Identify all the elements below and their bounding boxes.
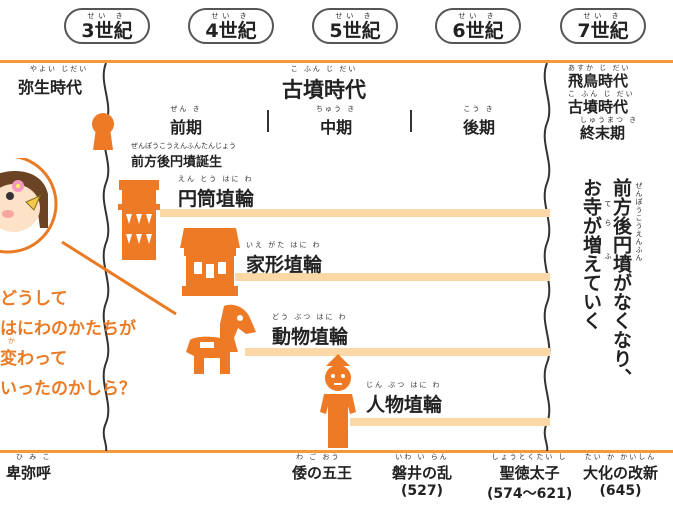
divider-1 [267,110,269,132]
event-taika: たい か かいしん 大化の改新 (645) [583,452,658,499]
event-ruby: いわ い らん [395,453,449,461]
haniwa-human: じん ぶつ はに わ 人物埴輪 [366,380,442,417]
late-label: 後期 [463,118,496,137]
yayoi-label: 弥生時代 [18,78,83,97]
haniwa-ruby: じん ぶつ はに わ [366,381,442,389]
haniwa-animal: どう ぶつ はに わ 動物埴輪 [272,312,348,349]
century-5: せい き 5世紀 [312,8,398,44]
vertical-ruby-2: てら ふ [604,200,612,272]
tomb-birth-ruby: ぜんぽうこうえんふんたんじょう [131,142,236,150]
event-label: 卑弥呼 [6,464,52,482]
vertical-text-col2: お寺が増えていく [580,178,602,330]
haniwa-ruby: どう ぶつ はに わ [272,313,348,321]
tomb-birth-label: 前方後円墳誕生 [131,155,223,170]
event-year: (574〜621) [487,486,573,502]
early-label: 前期 [170,118,203,137]
cylinder-haniwa-icon [118,180,160,260]
horse-haniwa-icon [186,304,256,374]
century-7: せい き 7世紀 [560,8,646,44]
century-label: 4世紀 [205,20,257,42]
event-five-kings: わ ご おう 倭の五王 [292,452,352,483]
event-label: 聖徳太子 [499,464,560,482]
century-4: せい き 4世紀 [188,8,274,44]
event-year: (527) [400,483,444,499]
vertical-text-col1: 前方後円墳がなくなり、 [610,178,632,387]
haniwa-house: いえ がた はに わ 家形埴輪 [246,240,322,277]
century-label: 3世紀 [81,20,133,42]
century-ruby: せい き [458,12,498,20]
century-ruby: せい き [335,12,375,20]
haniwa-cylinder: えん とう はに わ 円筒埴輪 [178,174,254,211]
late-ruby: こう き [463,105,495,113]
kofun-period: こ ふん じ だい 古墳時代 [282,64,366,104]
divider-2 [410,110,412,132]
band-human [350,418,550,426]
event-label: 磐井の乱 [392,464,453,482]
late-period: こう き 後期 [463,104,495,138]
century-ruby: せい き [583,12,623,20]
haniwa-label: 家形埴輪 [246,254,323,276]
asuka-block: あすか じ だい 飛鳥時代 こ ふん じ だい 古墳時代 しゅうまつ き 終末期 [568,63,638,141]
event-himiko: ひ み こ 卑弥呼 [6,452,51,483]
kofun-end-label: 古墳時代 [568,98,629,116]
kofun-label: 古墳時代 [282,78,366,102]
haniwa-label: 人物埴輪 [366,394,443,416]
event-ruby: わ ご おう [296,453,341,461]
final-ruby: しゅうまつ き [580,116,639,124]
haniwa-ruby: いえ がた はに わ [246,241,322,249]
century-label: 6世紀 [452,20,504,42]
event-year: (645) [599,483,642,499]
early-ruby: ぜん き [170,105,202,113]
event-ruby: ひ み こ [16,453,52,461]
haniwa-label: 円筒埴輪 [178,188,255,210]
kofun-end-ruby: こ ふん じ だい [568,90,635,98]
event-iwai: いわ い らん 磐井の乱 (527) [392,452,452,499]
yayoi-period: やよい じだい 弥生時代 [18,64,88,98]
century-label: 5世紀 [329,20,381,42]
question-line1: どうして [0,289,68,309]
asuka-label: 飛鳥時代 [568,72,629,90]
haniwa-label: 動物埴輪 [272,326,349,348]
event-ruby: しょうとくたい し [491,453,568,461]
tomb-birth: ぜんぽうこうえんふんたんじょう 前方後円墳誕生 [131,141,236,170]
top-rule [0,60,673,63]
century-3: せい き 3世紀 [64,8,150,44]
band-cylinder [160,209,550,217]
question-ruby: か [8,337,15,345]
haniwa-ruby: えん とう はに わ [178,175,254,183]
early-period: ぜん き 前期 [170,104,202,138]
century-ruby: せい き [87,12,127,20]
middle-period: ちゅう き 中期 [316,104,356,138]
event-label: 倭の五王 [292,464,353,482]
final-label: 終末期 [580,124,626,142]
bottom-rule [0,450,673,453]
question-line3: 変わって [0,349,68,369]
middle-label: 中期 [320,118,353,137]
right-wavy-boundary [543,63,551,451]
middle-ruby: ちゅう き [316,105,357,113]
question-line4: いったのかしら？ [0,379,136,399]
century-ruby: せい き [211,12,251,20]
house-haniwa-icon [180,228,240,296]
vertical-ruby-1: ぜんぽうこうえんふん [635,182,643,262]
century-6: せい き 6世紀 [435,8,521,44]
asuka-ruby: あすか じ だい [568,64,631,72]
question-line2: はにわのかたちが [0,319,136,339]
event-ruby: たい か かいしん [584,453,657,461]
keyhole-tomb-icon [92,113,114,150]
band-animal [245,348,550,356]
band-house [235,273,550,281]
speech-pointer [61,240,177,316]
human-haniwa-icon [320,354,356,448]
kofun-ruby: こ ふん じ だい [290,65,358,73]
century-label: 7世紀 [577,20,629,42]
event-shotoku: しょうとくたい し 聖徳太子 (574〜621) [487,452,572,503]
event-label: 大化の改新 [583,464,659,482]
girl-avatar-icon [0,158,58,254]
yayoi-ruby: やよい じだい [30,65,89,73]
